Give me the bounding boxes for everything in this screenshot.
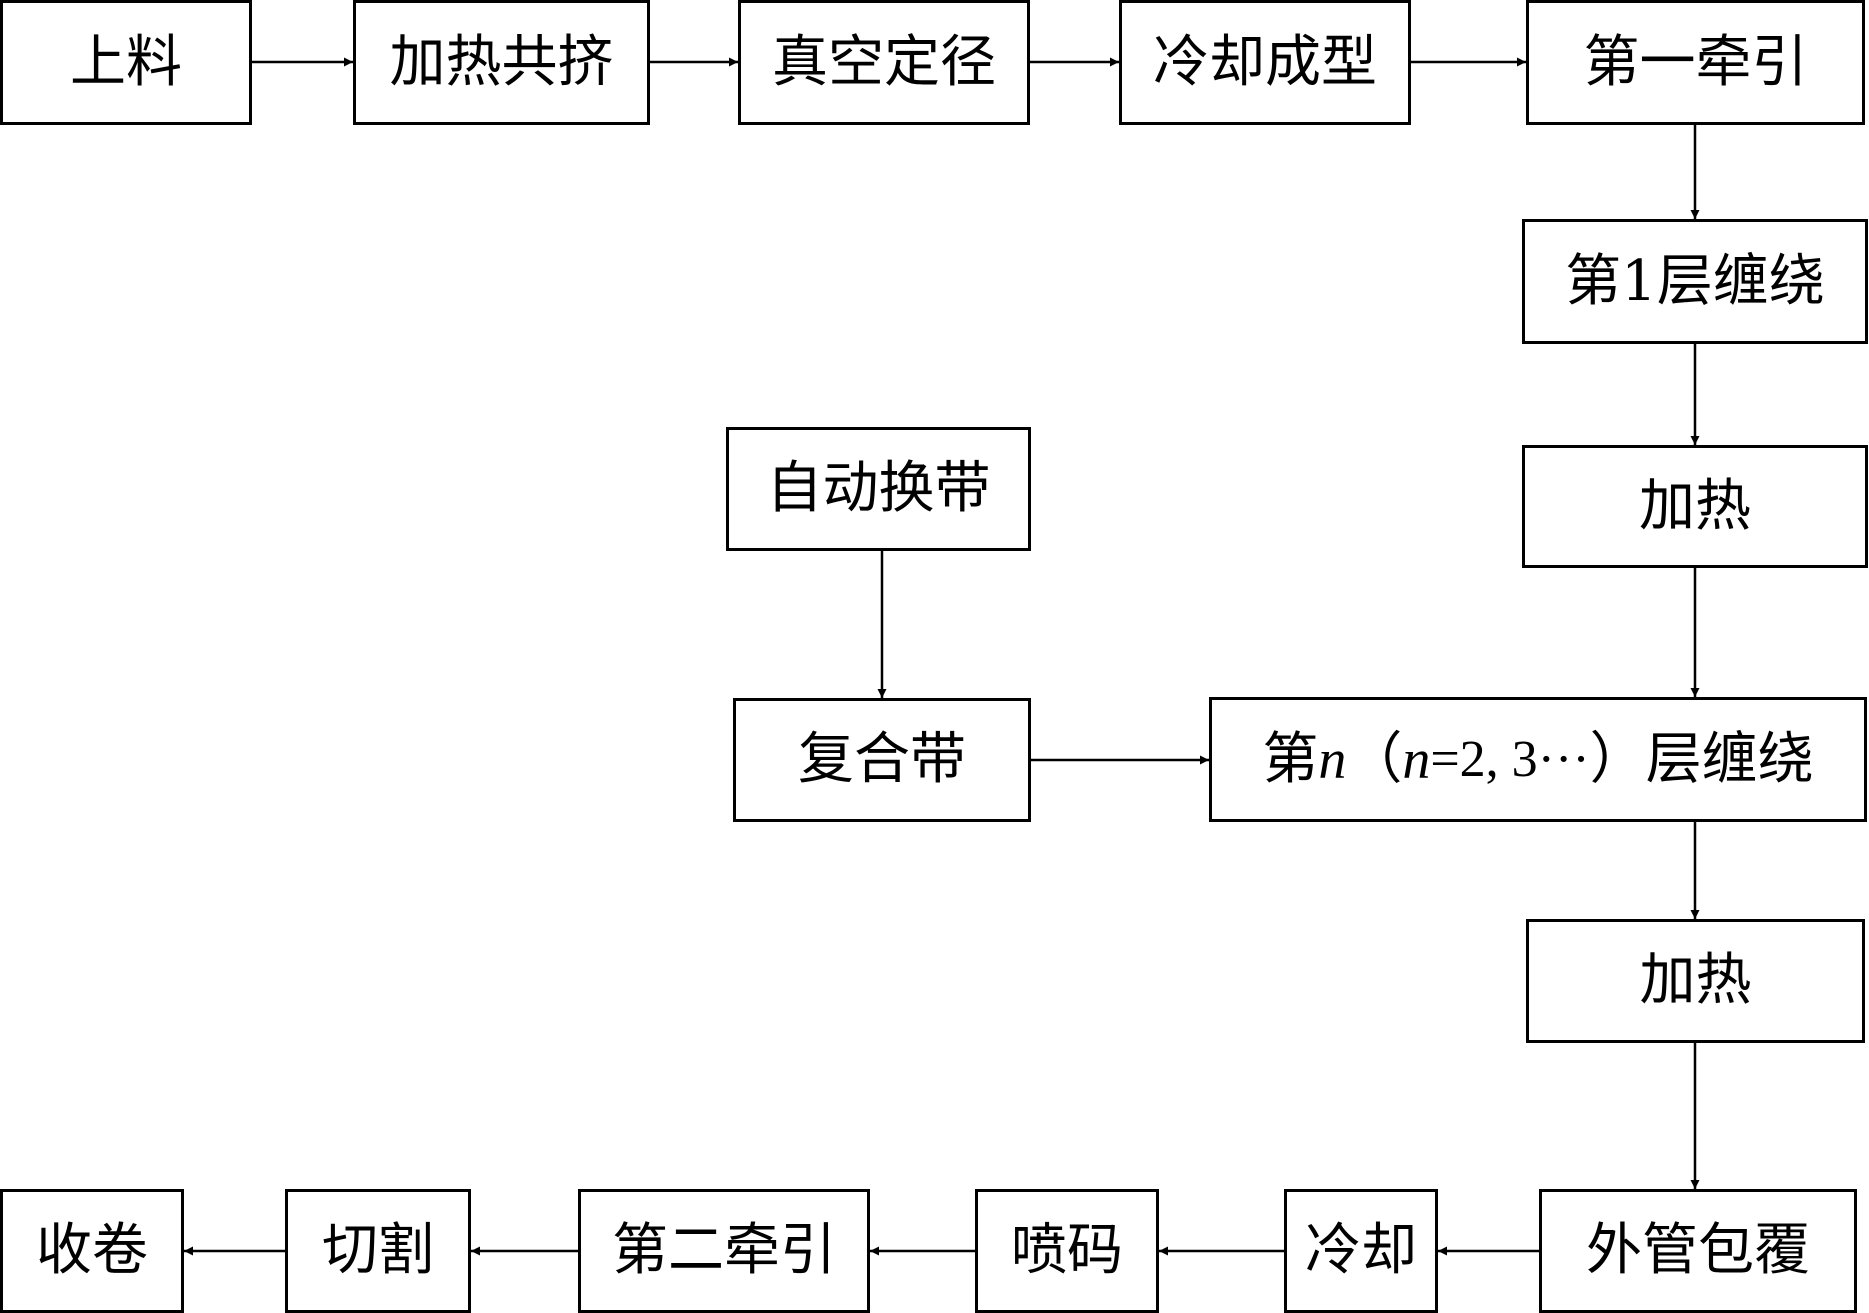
layer-n-values: =2, 3···: [1430, 730, 1590, 788]
layer-n-prefix: 第: [1262, 726, 1319, 792]
step-vacuum-sizing: 真空定径: [738, 0, 1030, 125]
step-cool-forming: 冷却成型: [1119, 0, 1411, 125]
step-heat-coextrude: 加热共挤: [353, 0, 650, 125]
step-outer-coating: 外管包覆: [1539, 1189, 1857, 1313]
step-cutting: 切割: [285, 1189, 471, 1313]
step-first-traction: 第一牵引: [1526, 0, 1865, 125]
step-composite-tape: 复合带: [733, 698, 1031, 822]
step-heat-2: 加热: [1526, 919, 1865, 1043]
step-auto-tape-change: 自动换带: [726, 427, 1031, 551]
layer-n-variable-2: n: [1402, 728, 1431, 791]
layer1-winding-label: 第1层缠绕: [1565, 248, 1825, 314]
step-winding-up: 收卷: [0, 1189, 184, 1313]
step-heat-1: 加热: [1522, 445, 1868, 568]
layer-n-open-paren: （: [1346, 726, 1403, 792]
step-layer1-winding: 第1层缠绕: [1522, 219, 1868, 344]
arrow-layer: [184, 57, 1700, 1256]
layer-n-close-paren: ）: [1589, 726, 1646, 792]
step-cool: 冷却: [1284, 1189, 1438, 1313]
step-feed: 上料: [0, 0, 252, 125]
step-second-traction: 第二牵引: [578, 1189, 870, 1313]
layer-n-suffix: 层缠绕: [1645, 726, 1814, 792]
layer-n-variable: n: [1318, 728, 1347, 791]
step-inkjet: 喷码: [975, 1189, 1159, 1313]
